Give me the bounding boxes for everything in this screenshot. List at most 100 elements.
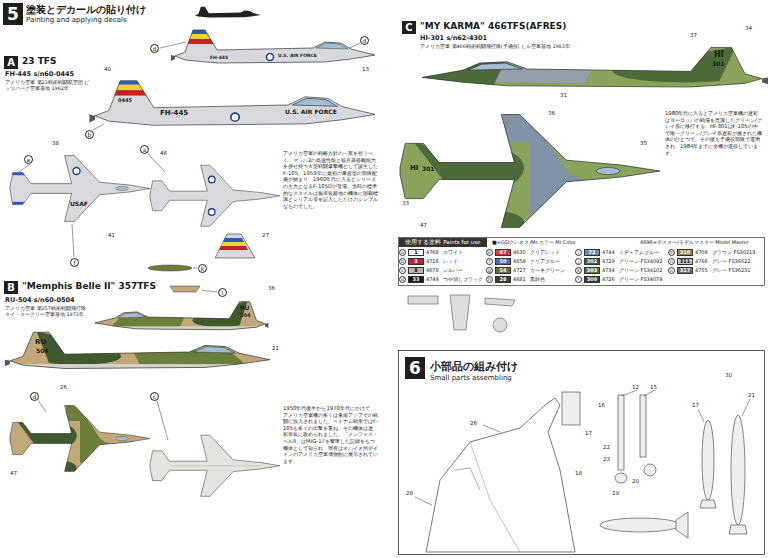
paint-code: 4709	[695, 249, 708, 256]
color-callout: d	[150, 44, 159, 53]
callout-number: 36	[268, 285, 275, 292]
paint-number: 311	[677, 258, 693, 265]
paint-code: 4734	[602, 267, 615, 274]
paint-name: グリーン FS34102	[619, 267, 662, 274]
caption-text: RU-504 s/n60-0504	[5, 296, 75, 304]
aircraft-marking: RU	[35, 338, 46, 347]
paint-number: 28	[495, 276, 511, 283]
paint-number: 303	[584, 267, 600, 274]
paint-code: 4749	[426, 276, 439, 283]
callout-number: 30	[725, 372, 732, 379]
caption-text: 1980年代に入るとアメリカ空軍機の迷彩はヨーロッパの戦場を意識したグリーン/グ…	[665, 110, 762, 156]
caption-text: FH-445 s/n60-0445	[5, 70, 74, 78]
node-text: e	[27, 157, 31, 163]
aircraft-marking: FH-445	[210, 55, 228, 61]
caption-text: 塗装とデカールの貼り付け	[26, 4, 146, 17]
paint-code: 4726	[602, 276, 615, 283]
callout-number: 12	[632, 384, 639, 391]
paint-name: シルバー	[443, 267, 463, 274]
callout-number: 47	[420, 222, 427, 229]
callout-number: 20	[632, 478, 639, 485]
paint-letter: b	[399, 258, 406, 265]
aircraft-marking: RU	[240, 304, 250, 312]
paint-name: クリアレッド	[530, 249, 560, 256]
paint-number: 310	[677, 249, 693, 256]
caption-text: HI-301 s/n62-4301	[420, 34, 487, 42]
callout-number: 28	[406, 490, 413, 497]
paint-code: 4727	[513, 267, 526, 274]
aircraft-marking: 504	[36, 347, 49, 355]
paint-name: レッド	[443, 258, 458, 265]
paint-code: 4729	[602, 258, 615, 265]
paint-name: ホワイト	[443, 249, 463, 256]
section-number: 5	[3, 3, 23, 25]
callout-number: 21	[272, 345, 279, 352]
paint-number: 72	[584, 249, 600, 256]
node-text: 使用する塗料 Paints for use	[405, 239, 480, 246]
paint-letter: k	[575, 267, 582, 274]
scheme-badge: C	[402, 21, 416, 34]
paint-letter: a	[399, 249, 406, 256]
callout-number: 23	[603, 456, 610, 463]
node-text: 6	[409, 358, 421, 378]
aircraft-marking: 301	[712, 60, 725, 68]
callout-number: 22	[603, 444, 610, 451]
callout-number: 19	[612, 490, 619, 497]
node-text: b	[88, 132, 92, 138]
table-header: 使用する塗料 Paints for use	[399, 238, 487, 247]
color-callout: f	[70, 258, 79, 267]
paint-number: 47	[495, 249, 511, 256]
aircraft-marking: USAF	[70, 200, 88, 208]
paint-letter: d	[399, 276, 406, 283]
node-text: d	[33, 394, 37, 400]
paint-number: 50	[495, 258, 511, 265]
caption-text: アメリカ空軍 第23戦術戦闘航空団 ピッツバーグ空軍基地 1962年	[5, 80, 90, 92]
scheme-badge: B	[4, 281, 18, 294]
paint-letter: i	[575, 249, 582, 256]
paint-letter: j	[575, 258, 582, 265]
color-callout: l	[218, 288, 227, 297]
callout-number: 37	[690, 32, 697, 39]
aircraft-marking: HI	[714, 50, 724, 60]
color-callout: d	[360, 36, 369, 45]
callout-number: 17	[692, 402, 699, 409]
section-number: 6	[405, 357, 425, 379]
callout-number: 21	[748, 392, 755, 399]
node-text: A	[7, 57, 15, 68]
scheme-badge: A	[4, 56, 18, 69]
paint-letter: f	[486, 258, 493, 265]
paint-name: グレー FS36622	[712, 258, 750, 265]
node-text: c	[153, 394, 156, 400]
paint-letter: c	[399, 267, 406, 274]
callout-number: 46	[160, 150, 167, 157]
paint-name: クリアブルー	[530, 258, 560, 265]
aircraft-marking: 0445	[118, 97, 132, 103]
node-text: f	[73, 260, 75, 266]
node-text: 5	[7, 4, 19, 24]
aircraft-marking: U.S. AIR FORCE	[285, 108, 337, 116]
callout-number: 38	[52, 140, 59, 147]
callout-number: 41	[108, 232, 115, 239]
aircraft-marking: FH-445	[160, 109, 188, 118]
paint-letter: m	[668, 249, 675, 256]
caption-text: Small parts assembling	[430, 374, 512, 383]
paint-number: 3	[408, 258, 424, 265]
paint-number: 309	[584, 276, 600, 283]
callout-number: 47	[10, 470, 17, 477]
caption-text: 23 TFS	[22, 56, 56, 67]
callout-number: 26	[470, 420, 477, 427]
caption-text: アメリカ空軍の戦略方針の一翼を担うべく、マッハ2の高速性能と核兵器搭載能力を併せ…	[283, 150, 378, 209]
color-callout: b	[85, 130, 94, 139]
callout-number: 26	[60, 384, 67, 391]
paint-name: ブラウン FS30219	[712, 249, 755, 256]
callout-number: 31	[560, 92, 567, 99]
paint-name: ミディアムブルー	[619, 249, 659, 256]
color-callout: e	[24, 155, 33, 164]
callout-number: 17	[585, 430, 592, 437]
aircraft-marking: 504	[240, 312, 250, 318]
paint-name: カーキグリーン	[530, 267, 565, 274]
paint-letter: l	[575, 276, 582, 283]
paint-code: 4766	[695, 258, 708, 265]
paint-code: 4744	[602, 249, 615, 256]
paint-code: 4658	[513, 258, 526, 265]
